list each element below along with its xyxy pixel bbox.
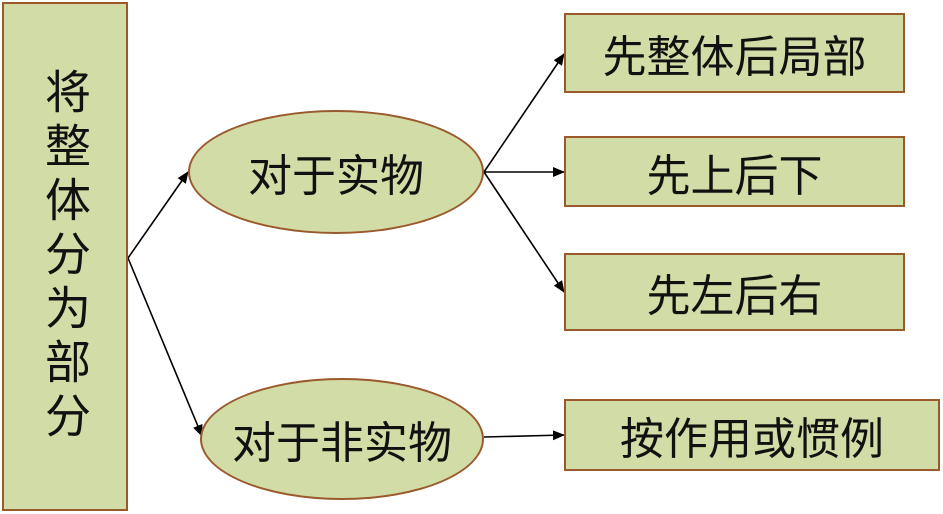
leaf-node-top-then-bottom-label: 先上后下 [646,150,823,202]
leaf-node-function-or-convention: 按作用或惯例 [564,399,940,471]
branch-node-physical-label: 对于实物 [248,151,424,202]
root-node: 将整体分为部分 [2,2,128,511]
leaf-node-left-then-right: 先左后右 [564,253,905,331]
leaf-node-left-then-right-label: 先左后右 [646,271,823,322]
edge-physical-to-whole-then-part [483,53,565,173]
edge-root-to-nonphysical [127,257,203,437]
edge-nonphysical-to-function-or-convention [483,430,565,441]
branch-node-physical: 对于实物 [188,110,484,234]
branch-node-nonphysical: 对于非实物 [200,378,484,500]
leaf-node-whole-then-part-label: 先整体后局部 [602,32,867,83]
root-node-label: 将整体分为部分 [38,67,92,446]
leaf-node-whole-then-part: 先整体后局部 [564,13,905,93]
branch-node-nonphysical-label: 对于非实物 [232,418,452,469]
edge-physical-to-left-then-right [483,171,565,293]
leaf-node-top-then-bottom: 先上后下 [564,136,905,207]
leaf-node-function-or-convention-label: 按作用或惯例 [620,414,884,465]
edge-root-to-physical [127,171,189,259]
